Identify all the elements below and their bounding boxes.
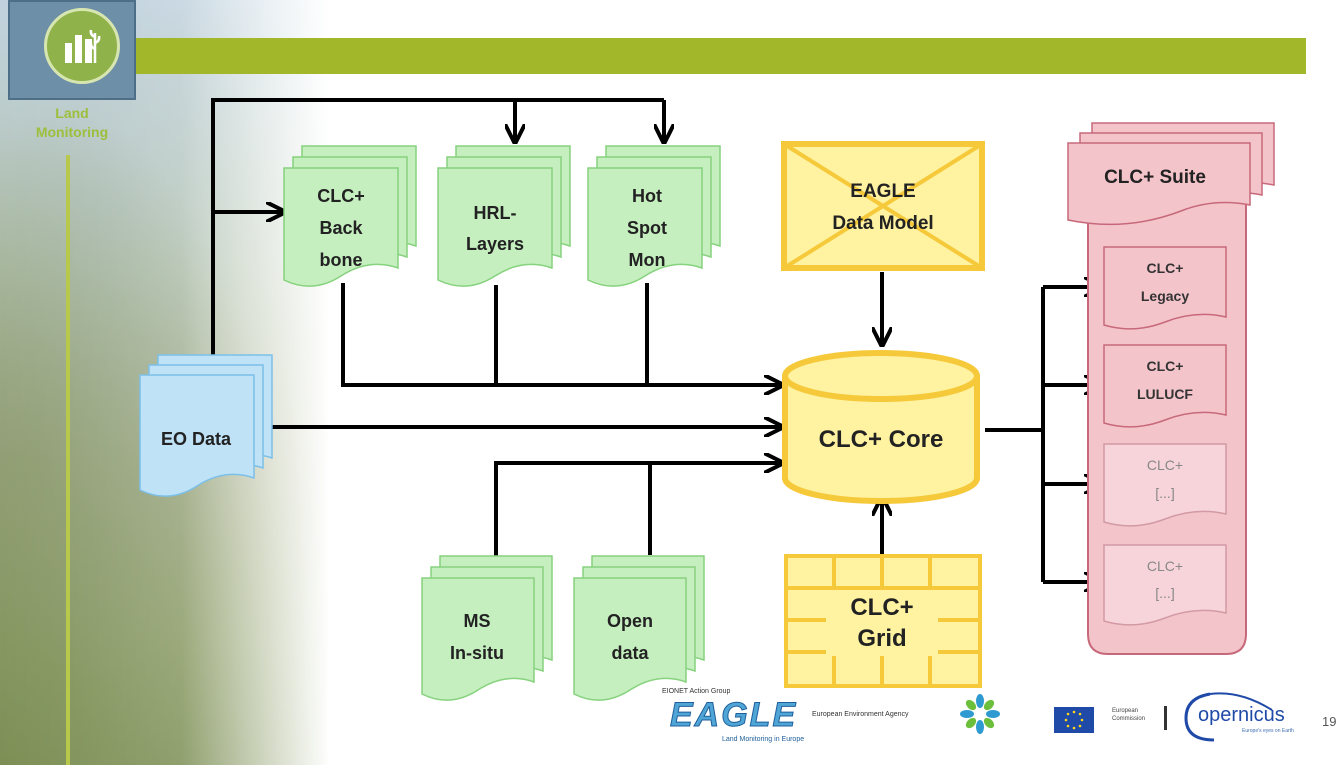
- ms-insitu-node: MS In-situ: [421, 555, 553, 701]
- clc-grid-node: CLC+ Grid: [784, 554, 982, 688]
- eu-commission-line2: Commission: [1112, 716, 1146, 722]
- clc-grid-line2: Grid: [857, 625, 906, 652]
- copernicus-tagline: Europe's eyes on Earth: [1242, 728, 1294, 734]
- backbone-line1: CLC+: [317, 186, 365, 206]
- eagle-logo-pretitle: EIONET Action Group: [662, 688, 731, 695]
- item4-line1: CLC+: [1147, 558, 1183, 574]
- eu-commission-line1: European: [1112, 708, 1139, 714]
- clc-backbone-node: CLC+ Back bone: [283, 145, 417, 287]
- item4-line2: [...]: [1155, 585, 1174, 601]
- lulucf-line1: CLC+: [1147, 358, 1184, 374]
- insitu-to-core-line: [494, 463, 780, 560]
- suite-item-legacy: CLC+ Legacy: [1103, 246, 1227, 330]
- clc-grid-line1: CLC+: [850, 594, 913, 621]
- open-data-node: Open data: [573, 555, 705, 701]
- eo-data-label: EO Data: [161, 429, 232, 449]
- suite-item-3: CLC+ [...]: [1103, 443, 1227, 527]
- hrl-line2: Layers: [466, 234, 524, 254]
- suite-item-4: CLC+ [...]: [1103, 544, 1227, 626]
- eo-data-node: EO Data: [139, 354, 273, 497]
- eagle-model-line1: EAGLE: [850, 181, 915, 202]
- lulucf-line2: LULUCF: [1137, 386, 1193, 402]
- eagle-logo-tagline: Land Monitoring in Europe: [722, 736, 805, 743]
- hotspot-node: Hot Spot Mon: [587, 145, 721, 287]
- item3-line2: [...]: [1155, 485, 1174, 501]
- hotspot-line3: Mon: [629, 250, 666, 270]
- backbone-line2: Back: [319, 218, 363, 238]
- eu-flag-icon: [1054, 707, 1094, 733]
- open-data-line2: data: [611, 643, 649, 663]
- logo-title: Land Monitoring: [8, 104, 136, 142]
- clc-core-node: CLC+ Core: [782, 350, 980, 504]
- eagle-logo-word: EAGLE: [669, 696, 798, 735]
- eagle-data-model-node: EAGLE Data Model: [781, 141, 985, 271]
- land-monitoring-icon: [44, 8, 120, 84]
- clc-suite-label: CLC+ Suite: [1104, 167, 1206, 188]
- open-data-line1: Open: [607, 611, 653, 631]
- eea-flower-icon: [960, 694, 1000, 734]
- logo-title-line2: Monitoring: [35, 124, 109, 140]
- clc-core-label: CLC+ Core: [819, 426, 944, 453]
- left-vertical-rule: [66, 155, 70, 765]
- products-to-core-line: [341, 283, 780, 385]
- backbone-line3: bone: [320, 250, 363, 270]
- suite-item-lulucf: CLC+ LULUCF: [1103, 344, 1227, 428]
- eea-logo-text: European Environment Agency: [812, 711, 909, 718]
- land-monitoring-logo: [8, 0, 136, 100]
- logo-title-line1: Land: [55, 105, 89, 121]
- page-number: 19: [1322, 714, 1337, 729]
- ms-insitu-line2: In-situ: [450, 643, 504, 663]
- item3-line1: CLC+: [1147, 457, 1183, 473]
- title-bar: [136, 38, 1306, 74]
- copernicus-swoosh-icon: [1184, 692, 1273, 742]
- connectors: [211, 98, 1100, 582]
- eagle-model-line2: Data Model: [832, 213, 933, 234]
- hotspot-line2: Spot: [627, 218, 667, 238]
- hrl-line1: HRL-: [474, 203, 517, 223]
- eu-divider: [1164, 706, 1167, 730]
- footer-logos: EIONET Action Group EAGLE Land Monitorin…: [660, 688, 1310, 748]
- hrl-layers-node: HRL- Layers: [437, 145, 571, 287]
- hotspot-line1: Hot: [632, 186, 662, 206]
- copernicus-logo-word: opernicus: [1198, 704, 1285, 726]
- ms-insitu-line1: MS: [464, 611, 491, 631]
- legacy-line1: CLC+: [1147, 260, 1184, 276]
- legacy-line2: Legacy: [1141, 288, 1189, 304]
